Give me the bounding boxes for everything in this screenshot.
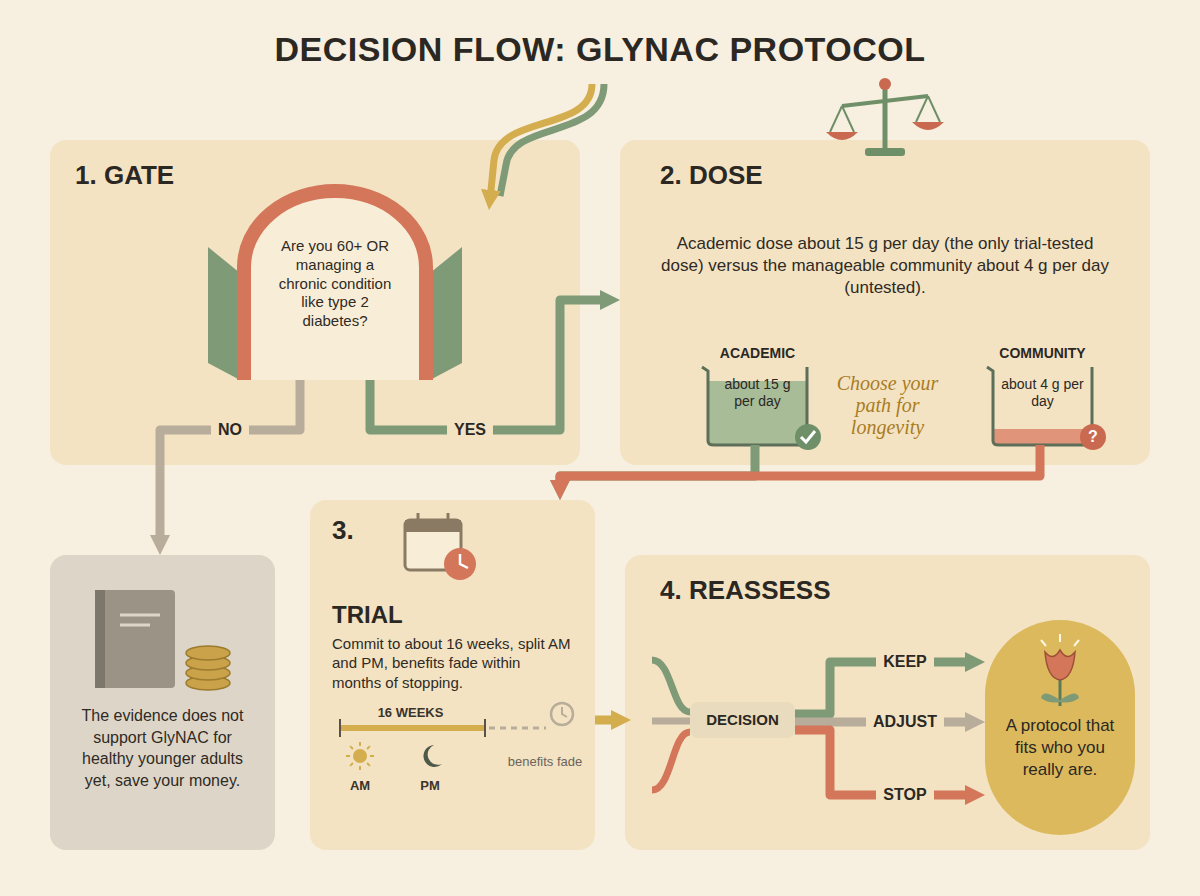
- edge-label: KEEP: [876, 651, 934, 673]
- gate-panel: 1. GATE Are you 60+ OR managing a chronic…: [50, 140, 580, 465]
- node-heading: A protocol that fits who you really are.: [1000, 715, 1120, 781]
- node-heading: The evidence does not support GlyNAC for…: [70, 705, 255, 791]
- badge: [1080, 424, 1106, 450]
- badge: [795, 424, 821, 450]
- node-body: TRIAL: [332, 601, 573, 630]
- node-body: about 4 g per day: [993, 376, 1092, 410]
- diagram-title: DECISION FLOW: GLYNAC PROTOCOL: [0, 30, 1200, 69]
- decision-hub: DECISION: [690, 702, 795, 738]
- book-coins-icon: [95, 590, 230, 690]
- flow-arrow: [560, 445, 1040, 480]
- arch-frame: [244, 191, 426, 380]
- door-left: [208, 247, 240, 380]
- node-heading: ACADEMIC: [714, 345, 801, 362]
- node-heading: COMMUNITY: [993, 345, 1092, 362]
- decoration: [490, 84, 690, 790]
- edge-label: YES: [447, 419, 493, 441]
- beaker-outline: [702, 367, 807, 445]
- flow-arrow: [560, 445, 755, 480]
- label-text: 16 WEEKS: [378, 705, 444, 721]
- note-label: ?: [1083, 427, 1103, 447]
- arch-interior: [244, 191, 426, 380]
- note-label: AM: [340, 776, 380, 794]
- incoming-ribbon: [652, 660, 690, 712]
- academic-beaker: ACADEMIC about 15 g per day: [700, 345, 815, 445]
- gate-question-arch: Are you 60+ OR managing a chronic condit…: [230, 185, 440, 380]
- edge-label-holder: NO: [170, 419, 290, 441]
- note-label: benefits fade: [505, 752, 585, 770]
- node-body: Commit to about 16 weeks, split AM and P…: [332, 634, 573, 693]
- node-heading: Are you 60+ OR managing a chronic condit…: [270, 237, 400, 331]
- flower-icon: [1041, 634, 1079, 706]
- community-beaker: COMMUNITY about 4 g per day: [985, 345, 1100, 445]
- node-illustration: [50, 555, 275, 850]
- no-outcome-box: The evidence does not support GlyNAC for…: [50, 555, 275, 850]
- edge-label: ADJUST: [866, 711, 944, 733]
- check-mark: [801, 431, 815, 442]
- edge-label-holder: YES: [410, 419, 530, 441]
- flow-arrow: [795, 662, 965, 714]
- note-label: Choose your path for longevity: [820, 372, 955, 438]
- label-text: Choose your path for longevity: [820, 372, 955, 438]
- trial-panel: 3. TRIAL Commit to about 16 weeks, split A…: [310, 500, 595, 850]
- flow-arrow: [160, 380, 300, 535]
- label-text: ?: [1088, 427, 1098, 447]
- scales-icon: [826, 78, 944, 156]
- node-heading: 2. DOSE: [660, 160, 1110, 191]
- beaker-fill: [993, 429, 1092, 445]
- entry-ribbon: [500, 84, 604, 196]
- node-body: Academic dose about 15 g per day (the on…: [660, 233, 1110, 299]
- calendar-clock-icon: [405, 513, 476, 580]
- node-heading: 1. GATE: [75, 160, 555, 191]
- label-text: benefits fade: [508, 754, 582, 770]
- flow-arrow: [795, 718, 965, 727]
- label-text: AM: [350, 778, 370, 794]
- node-heading: DECISION: [694, 711, 791, 729]
- outcome-oval: A protocol that fits who you really are.: [985, 620, 1135, 835]
- incoming-ribbon: [652, 732, 690, 790]
- edge-label: STOP: [876, 784, 933, 806]
- node-heading: 3.: [332, 515, 573, 546]
- edge-label-holder: ADJUST: [845, 711, 965, 733]
- edge-label-holder: STOP: [845, 784, 965, 806]
- door-right: [430, 247, 462, 380]
- flow-arrow: [595, 716, 611, 725]
- note-label: PM: [410, 776, 450, 794]
- flow-arrow: [370, 300, 600, 430]
- label-text: PM: [420, 778, 440, 794]
- edge-label-holder: KEEP: [845, 651, 965, 673]
- note-label: 16 WEEKS: [338, 703, 483, 721]
- entry-ribbon: [490, 84, 592, 200]
- flow-arrow: [795, 730, 965, 795]
- node-heading: 4. REASSESS: [660, 575, 1115, 606]
- incoming-ribbon: [652, 718, 690, 725]
- beaker-outline: [987, 367, 1092, 445]
- edge-label: NO: [211, 419, 249, 441]
- node-body: about 15 g per day: [714, 376, 801, 410]
